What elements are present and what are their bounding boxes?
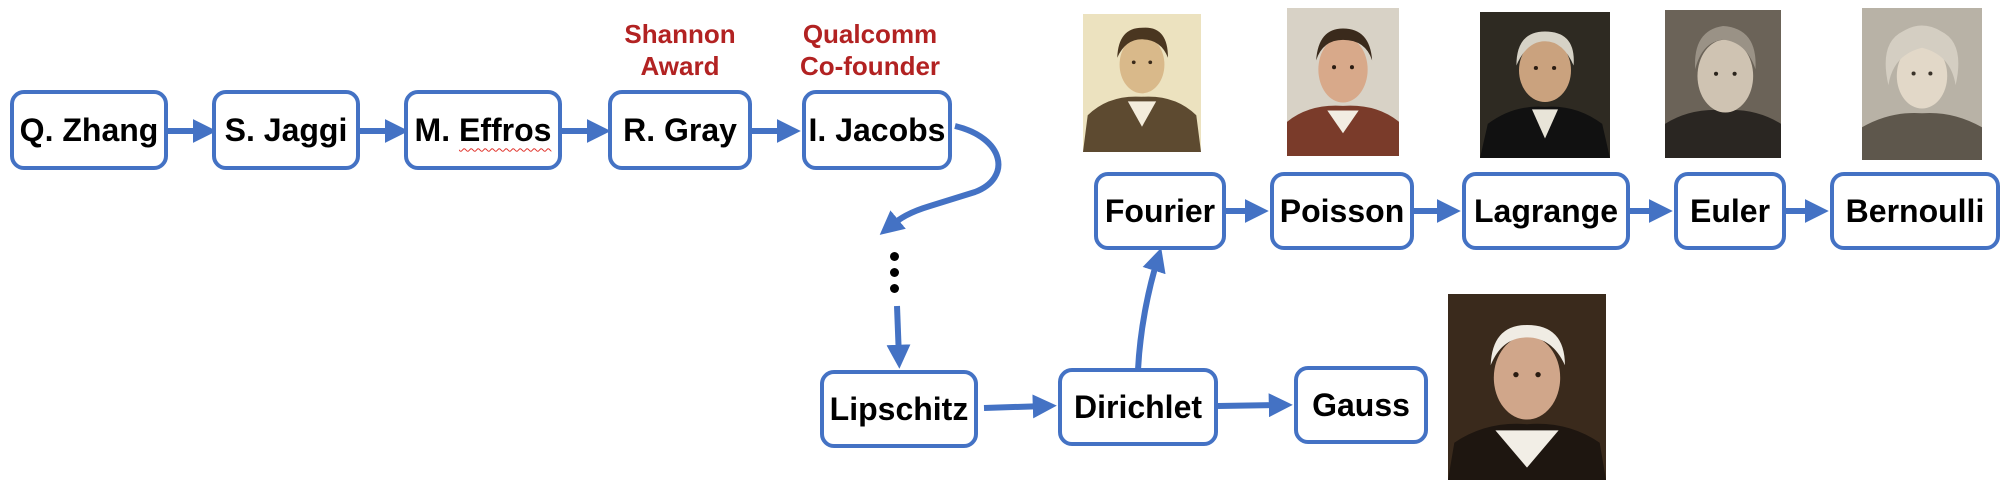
arrow-dirichlet-fourier [1135, 247, 1166, 371]
portrait-euler-image [1665, 10, 1781, 158]
portrait-lagrange-image [1480, 12, 1610, 158]
node-poisson: Poisson [1270, 172, 1414, 250]
ellipsis-icon [889, 248, 901, 298]
node-bernoulli: Bernoulli [1830, 172, 2000, 250]
node-s-jaggi: S. Jaggi [212, 90, 360, 170]
node-lagrange: Lagrange [1462, 172, 1630, 250]
node-euler: Euler [1674, 172, 1786, 250]
node-q-zhang: Q. Zhang [10, 90, 168, 170]
node-fourier: Fourier [1094, 172, 1226, 250]
node-dirichlet: Dirichlet [1058, 368, 1218, 446]
portrait-bernoulli-image [1862, 8, 1982, 160]
arrow-ellipsis-lipschitz [886, 305, 911, 369]
misspelling-underline: Effros [458, 111, 552, 148]
arrow-jacobs-ellipsis [879, 123, 1002, 235]
annotation-qualcomm-cofounder: Qualcomm Co-founder [799, 19, 941, 81]
portrait-fourier-image [1083, 14, 1201, 152]
annotation-shannon-award: Shannon Award [624, 19, 736, 81]
node-lipschitz: Lipschitz [820, 370, 978, 448]
node-i-jacobs: I. Jacobs [802, 90, 952, 170]
portrait-poisson-image [1287, 8, 1399, 156]
node-m-effros: M. Effros [404, 90, 562, 170]
arrow-dirichlet-gauss [1217, 393, 1293, 418]
portrait-gauss-image [1448, 294, 1606, 480]
arrow-lipschitz-dirichlet [983, 394, 1057, 419]
node-r-gray: R. Gray [608, 90, 752, 170]
node-gauss: Gauss [1294, 366, 1428, 444]
